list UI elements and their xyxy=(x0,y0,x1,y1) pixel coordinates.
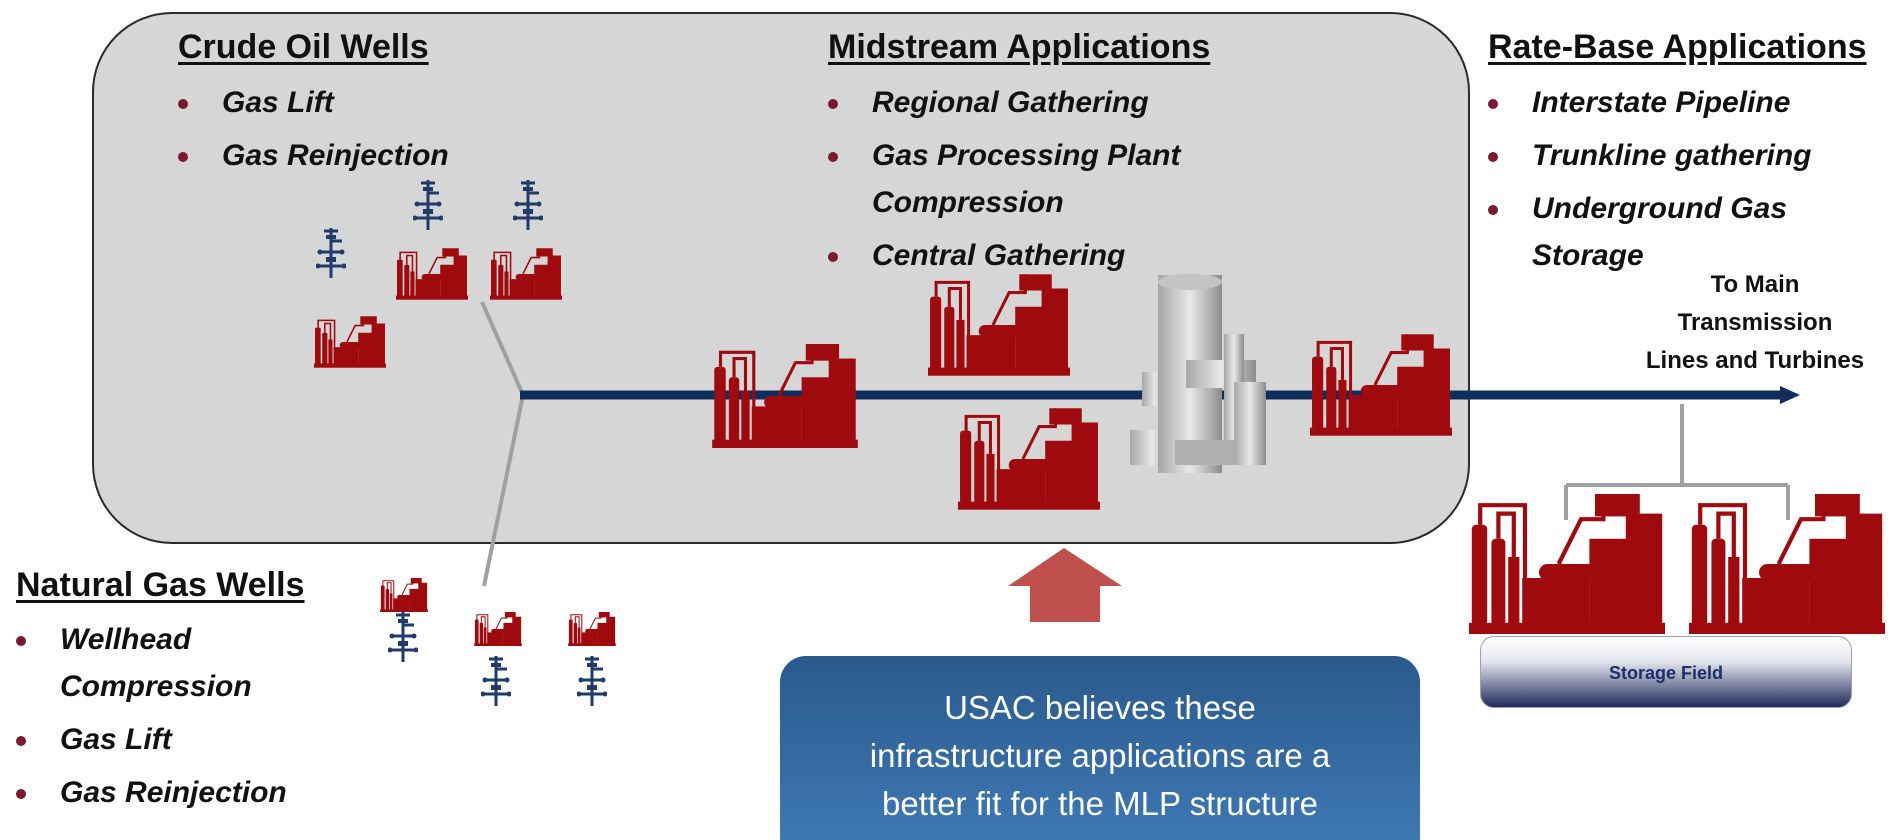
compressor-icon xyxy=(396,248,468,300)
list-item: Gas Lift xyxy=(6,716,306,763)
list-item: Gas Reinjection xyxy=(168,132,588,179)
list-item: Underground Gas Storage xyxy=(1478,185,1858,279)
compressor-icon xyxy=(380,578,428,612)
rate-base-list: Interstate Pipeline Trunkline gathering … xyxy=(1478,79,1858,285)
list-item: Gas Processing Plant Compression xyxy=(818,132,1238,226)
connector-lines xyxy=(480,301,1790,587)
compressor-icon xyxy=(712,344,858,448)
wellhead-icon xyxy=(513,180,543,230)
callout-line: USAC believes these xyxy=(944,689,1256,726)
callout-line: better fit for the MLP structure xyxy=(882,785,1318,822)
compressor-icon xyxy=(568,612,616,646)
compressor-icon xyxy=(474,612,522,646)
rate-base-applications-heading: Rate-Base Applications xyxy=(1488,28,1867,66)
midstream-list: Regional Gathering Gas Processing Plant … xyxy=(818,79,1238,285)
destination-line: To Main xyxy=(1710,271,1800,298)
crude-oil-wells-heading: Crude Oil Wells xyxy=(178,28,429,66)
list-item: Trunkline gathering xyxy=(1478,132,1858,179)
destination-label: To Main Transmission Lines and Turbines xyxy=(1620,266,1890,380)
compressor-icon xyxy=(1310,334,1452,436)
list-item: Interstate Pipeline xyxy=(1478,79,1858,126)
storage-field: Storage Field xyxy=(1480,636,1852,708)
list-item: Wellhead Compression xyxy=(6,616,306,710)
list-item: Gas Reinjection xyxy=(6,769,306,816)
wellhead-icon xyxy=(316,228,346,278)
midstream-applications-heading: Midstream Applications xyxy=(828,28,1211,66)
compressor-icon xyxy=(490,248,562,300)
wellhead-icon xyxy=(481,656,511,706)
list-item: Gas Lift xyxy=(168,79,588,126)
natural-gas-wells-heading: Natural Gas Wells xyxy=(16,566,305,604)
callout-arrow-icon xyxy=(1008,548,1122,622)
wellhead-icon xyxy=(577,656,607,706)
natural-gas-list: Wellhead Compression Gas Lift Gas Reinje… xyxy=(6,616,306,822)
compressor-icon xyxy=(314,316,386,368)
callout-line: infrastructure applications are a xyxy=(869,737,1331,774)
callout-box: USAC believes these infrastructure appli… xyxy=(780,656,1420,840)
compressor-icon xyxy=(958,408,1100,510)
destination-line: Lines and Turbines xyxy=(1645,347,1865,374)
compressor-icon xyxy=(928,274,1070,376)
wellhead-icon xyxy=(388,612,418,662)
wellhead-icon xyxy=(413,180,443,230)
list-item: Regional Gathering xyxy=(818,79,1238,126)
crude-oil-list: Gas Lift Gas Reinjection xyxy=(168,79,588,185)
destination-line: Transmission xyxy=(1677,309,1833,336)
processing-plant-icon xyxy=(1130,274,1266,473)
list-item: Central Gathering xyxy=(818,232,1238,279)
